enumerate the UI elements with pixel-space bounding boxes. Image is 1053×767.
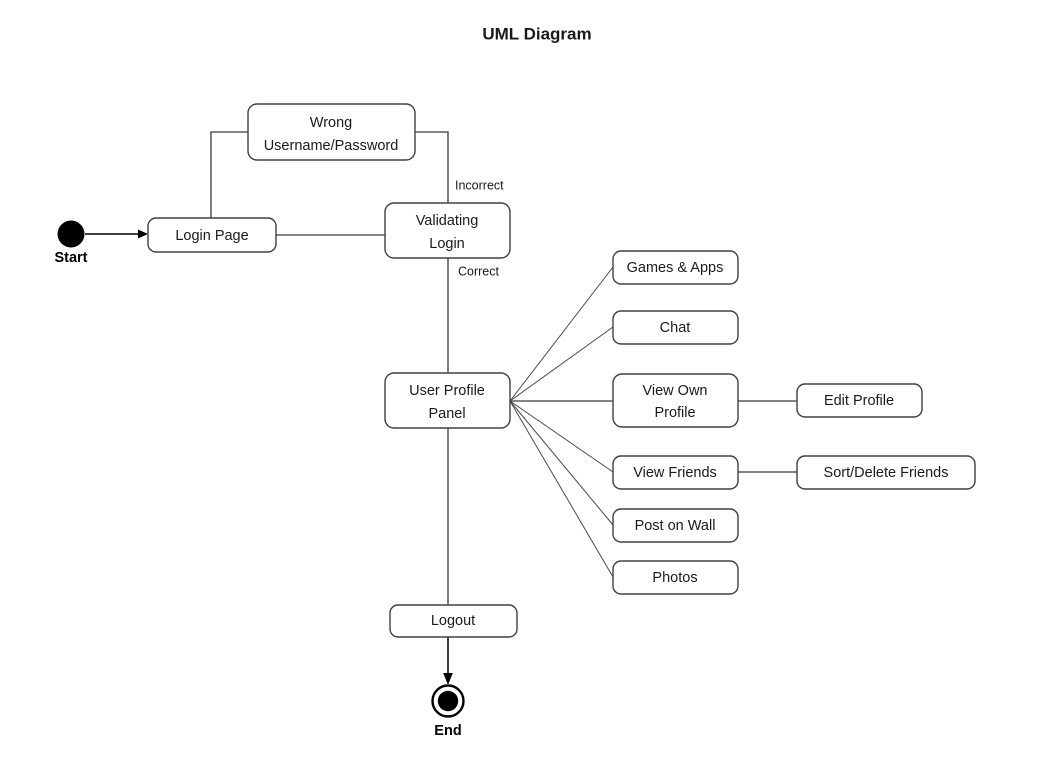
end-circle-icon	[437, 690, 459, 712]
node-logout-box[interactable]	[389, 604, 518, 638]
edges-layer	[85, 131, 797, 685]
node-photos-label: Photos	[652, 570, 697, 586]
node-validating-login[interactable]: Validating Login	[384, 202, 511, 259]
node-post-on-wall[interactable]: Post on Wall	[612, 508, 739, 543]
edge-profile-to-chat	[509, 326, 614, 402]
node-chat-box[interactable]	[612, 310, 739, 345]
node-view-own-profile[interactable]: View Own Profile	[612, 373, 739, 428]
node-wrong-credentials-box[interactable]	[247, 103, 416, 161]
edge-label-correct: Correct	[458, 264, 500, 278]
edge-logout-to-end	[443, 637, 453, 685]
node-validating-login-label-line2: Login	[429, 236, 464, 252]
edge-profile-to-games-and-apps	[509, 266, 614, 402]
node-user-profile-panel-label-line1: User Profile	[409, 383, 485, 399]
node-login-page[interactable]: Login Page	[147, 217, 277, 253]
node-view-own-profile-label-line1: View Own	[642, 383, 707, 399]
node-sort-delete-friends-box[interactable]	[796, 455, 976, 490]
node-validating-login-label-line1: Validating	[416, 213, 479, 229]
node-chat[interactable]: Chat	[612, 310, 739, 345]
start-label: Start	[54, 250, 87, 266]
node-chat-label: Chat	[660, 320, 691, 336]
node-games-and-apps-box[interactable]	[612, 250, 739, 285]
edge-start-to-login-page	[85, 229, 148, 239]
node-edit-profile-box[interactable]	[796, 383, 923, 418]
start-node[interactable]: Start	[54, 220, 88, 266]
edge-validating-login-to-wrong-credentials	[415, 131, 449, 203]
edge-profile-to-post-on-wall	[509, 400, 614, 526]
node-user-profile-panel[interactable]: User Profile Panel	[384, 372, 511, 429]
arrowhead-icon	[443, 673, 453, 685]
arrowhead-icon	[138, 229, 148, 239]
node-edit-profile-label: Edit Profile	[824, 393, 894, 409]
node-logout[interactable]: Logout	[389, 604, 518, 638]
start-circle-icon	[57, 220, 85, 248]
edge-profile-to-view-friends	[509, 400, 614, 473]
end-label: End	[434, 723, 461, 739]
node-wrong-credentials-label-line1: Wrong	[310, 115, 352, 131]
node-edit-profile[interactable]: Edit Profile	[796, 383, 923, 418]
node-post-on-wall-label: Post on Wall	[635, 518, 716, 534]
node-view-friends-box[interactable]	[612, 455, 739, 490]
node-user-profile-panel-box[interactable]	[384, 372, 511, 429]
node-login-page-box[interactable]	[147, 217, 277, 253]
node-games-and-apps-label: Games & Apps	[627, 260, 724, 276]
end-node[interactable]: End	[431, 684, 465, 739]
node-view-friends-label: View Friends	[633, 465, 717, 481]
node-user-profile-panel-label-line2: Panel	[428, 406, 465, 422]
edge-label-incorrect: Incorrect	[455, 178, 504, 192]
edge-wrong-credentials-to-login-page	[210, 131, 248, 218]
node-sort-delete-friends[interactable]: Sort/Delete Friends	[796, 455, 976, 490]
node-login-page-label: Login Page	[175, 228, 248, 244]
node-games-and-apps[interactable]: Games & Apps	[612, 250, 739, 285]
node-post-on-wall-box[interactable]	[612, 508, 739, 543]
node-wrong-credentials-label-line2: Username/Password	[264, 138, 399, 154]
node-view-own-profile-label-line2: Profile	[654, 405, 695, 421]
node-wrong-credentials[interactable]: Wrong Username/Password	[247, 103, 416, 161]
node-view-friends[interactable]: View Friends	[612, 455, 739, 490]
edge-profile-to-photos	[509, 400, 614, 578]
page-title: UML Diagram	[482, 24, 591, 43]
node-sort-delete-friends-label: Sort/Delete Friends	[824, 465, 949, 481]
node-photos[interactable]: Photos	[612, 560, 739, 595]
node-validating-login-box[interactable]	[384, 202, 511, 259]
node-photos-box[interactable]	[612, 560, 739, 595]
node-logout-label: Logout	[431, 613, 475, 629]
node-view-own-profile-box[interactable]	[612, 373, 739, 428]
